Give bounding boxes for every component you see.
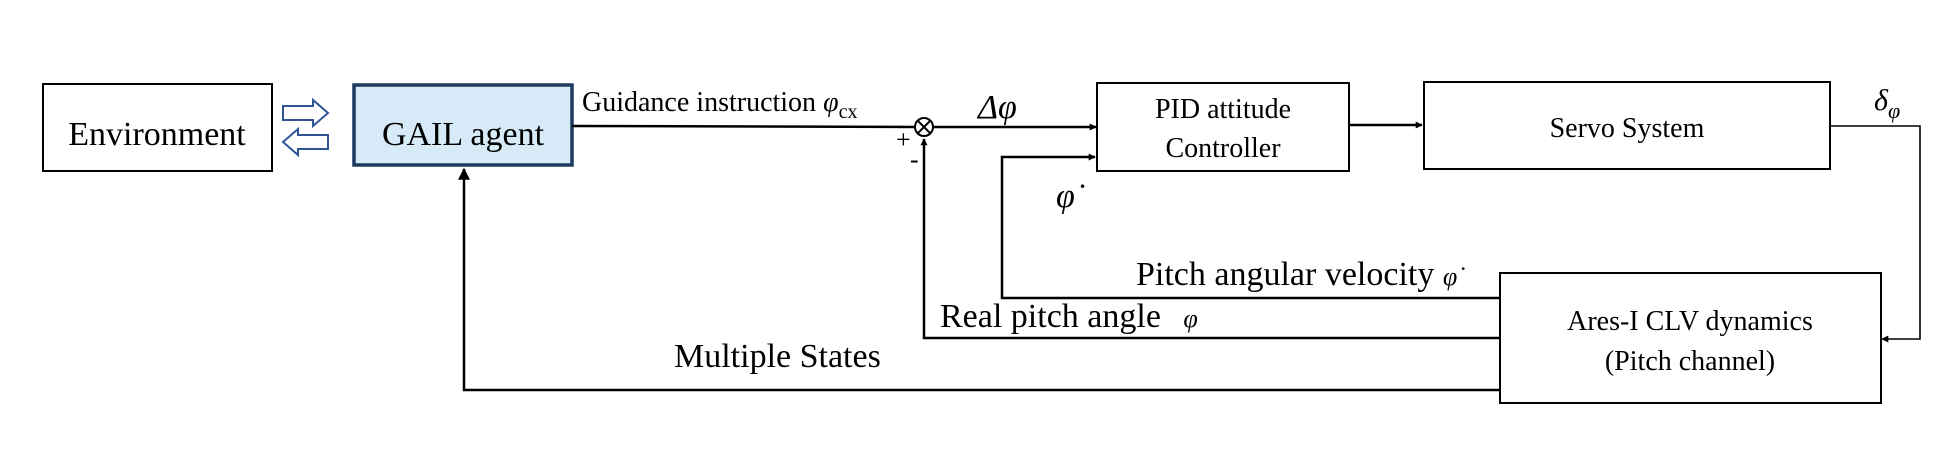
ares-dynamics-block: Ares-I CLV dynamics (Pitch channel) [1499, 272, 1882, 404]
minus-sign: - [910, 145, 919, 174]
delta-phi-label: Δφ [976, 89, 1017, 126]
pitch-velocity-label: Pitch angular velocity φ̇ [1136, 256, 1465, 293]
delta-phi-output-label: δφ [1874, 84, 1900, 123]
summing-junction [914, 117, 934, 137]
servo-output-line [1830, 125, 1921, 343]
servo-system-block: Servo System [1423, 81, 1831, 170]
multiple-states-label: Multiple States [674, 338, 881, 375]
arrow-right-icon [282, 97, 330, 129]
multiple-states-feedback-line [458, 167, 1500, 392]
pitch-angle-feedback-line [920, 138, 1500, 340]
pid-controller-block: PID attitude Controller [1096, 82, 1350, 172]
pid-label-line2: Controller [1165, 133, 1281, 164]
pitch-velocity-feedback-line [1000, 153, 1500, 300]
guidance-instruction-label: Guidance instruction φcx [582, 87, 857, 123]
servo-label: Servo System [1550, 113, 1705, 144]
arrow-left-icon [281, 126, 329, 158]
gail-agent-label: GAIL agent [382, 116, 545, 153]
ares-label-line1: Ares-I CLV dynamics [1567, 306, 1813, 337]
phi-dot-label: φ̇ [1056, 178, 1085, 215]
exchange-arrows [281, 97, 330, 158]
pid-label-line1: PID attitude [1155, 94, 1291, 125]
guidance-signal-line [571, 124, 915, 129]
gail-agent-block: GAIL agent [352, 83, 574, 167]
plus-sign: + [896, 125, 911, 154]
environment-label: Environment [68, 116, 246, 153]
real-pitch-angle-label: Real pitch angle φ [940, 298, 1198, 335]
environment-block: Environment [42, 83, 273, 172]
ares-label-line2: (Pitch channel) [1605, 346, 1775, 377]
